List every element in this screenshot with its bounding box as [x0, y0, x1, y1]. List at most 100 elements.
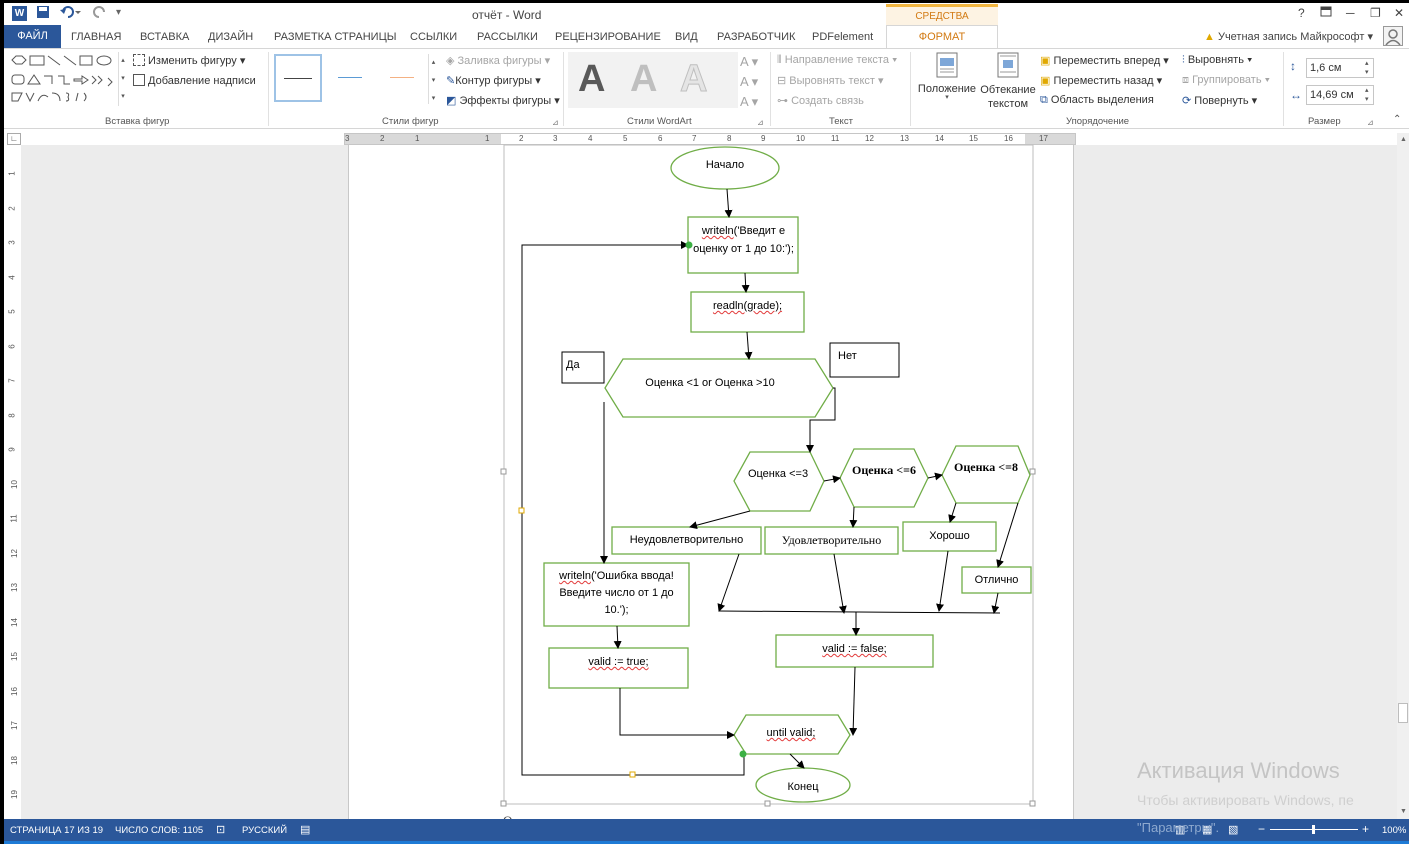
- read-grade-process[interactable]: [690, 291, 805, 333]
- rotate-button[interactable]: ⟳ Повернуть ▾: [1182, 95, 1258, 107]
- wrap-text-button[interactable]: Обтекание текстом: [978, 52, 1038, 112]
- web-layout-icon[interactable]: ▧: [1228, 824, 1239, 836]
- tab-file[interactable]: ФАЙЛ: [4, 25, 61, 48]
- account-area[interactable]: ▲ Учетная запись Майкрософт ▾: [1204, 30, 1373, 43]
- tab-references[interactable]: ССЫЛКИ: [410, 31, 458, 43]
- macro-record-icon[interactable]: ▤: [300, 824, 311, 836]
- tab-mailings[interactable]: РАССЫЛКИ: [477, 31, 538, 43]
- maximize-icon[interactable]: ❐: [1370, 6, 1381, 20]
- zoom-level[interactable]: 100%: [1382, 825, 1407, 836]
- valid-true-process[interactable]: [548, 647, 689, 689]
- wordart-style-3[interactable]: A: [679, 58, 708, 101]
- width-field[interactable]: 14,69 см ▴▾: [1306, 85, 1374, 105]
- zoom-out-icon[interactable]: −: [1258, 822, 1266, 836]
- excellent-box[interactable]: [961, 566, 1032, 594]
- status-bar: СТРАНИЦА 17 ИЗ 19 ЧИСЛО СЛОВ: 1105 ⊡ РУС…: [0, 819, 1409, 841]
- group-label-size: Размер: [1308, 116, 1341, 127]
- shapes-gallery-scroll[interactable]: ▴▾▾: [118, 52, 127, 106]
- ribbon-display-options-icon[interactable]: [1320, 6, 1332, 21]
- cond6-decision[interactable]: [839, 448, 929, 508]
- create-link-button[interactable]: ⊶ Создать связь: [777, 94, 864, 107]
- wordart-style-1[interactable]: A: [578, 58, 606, 100]
- tab-design[interactable]: ДИЗАЙН: [208, 31, 254, 43]
- tab-insert[interactable]: ВСТАВКА: [140, 31, 190, 43]
- shape-outline-button[interactable]: ✎Контур фигуры ▾: [446, 75, 541, 87]
- shape-style-1[interactable]: [274, 54, 322, 102]
- align-text-button[interactable]: ⊟ Выровнять текст ▾: [777, 75, 884, 87]
- add-caption-button[interactable]: Добавление надписи: [133, 74, 256, 87]
- vertical-scrollbar[interactable]: ▲ ▼: [1397, 133, 1409, 819]
- tab-view[interactable]: ВИД: [675, 31, 698, 43]
- scroll-down-icon[interactable]: ▼: [1400, 808, 1407, 815]
- zoom-in-icon[interactable]: +: [1362, 822, 1370, 836]
- dialog-launcher-icon[interactable]: ⊿: [757, 118, 764, 127]
- tab-pdfelement[interactable]: PDFelement: [812, 31, 874, 43]
- satisfactory-box[interactable]: [764, 526, 899, 555]
- tab-page-layout[interactable]: РАЗМЕТКА СТРАНИЦЫ: [274, 31, 397, 43]
- page-counter[interactable]: СТРАНИЦА 17 ИЗ 19: [10, 825, 104, 836]
- read-mode-icon[interactable]: ▥: [1175, 824, 1186, 836]
- wordart-style-2[interactable]: A: [630, 58, 658, 100]
- word-app-icon[interactable]: W: [12, 6, 27, 21]
- scrollbar-thumb[interactable]: [1398, 703, 1408, 723]
- start-terminal[interactable]: [670, 146, 780, 190]
- range-check-decision[interactable]: [604, 358, 834, 418]
- language-indicator[interactable]: РУССКИЙ: [242, 825, 288, 836]
- group-button[interactable]: ⧈ Группировать ▾: [1182, 74, 1270, 86]
- avatar[interactable]: [1383, 26, 1403, 46]
- zoom-slider[interactable]: [1270, 825, 1358, 834]
- send-backward-button[interactable]: ▣ Переместить назад ▾: [1040, 75, 1163, 87]
- connector-handles[interactable]: [518, 241, 747, 778]
- close-icon[interactable]: ✕: [1394, 6, 1405, 20]
- selection-pane-button[interactable]: ⧉ Область выделения: [1040, 94, 1154, 107]
- shape-style-3[interactable]: [378, 54, 426, 102]
- tab-review[interactable]: РЕЦЕНЗИРОВАНИЕ: [555, 31, 661, 43]
- tab-selector[interactable]: ∟: [7, 133, 21, 145]
- send-backward-label: Переместить назад: [1053, 75, 1154, 87]
- position-button[interactable]: Положение ▾: [917, 52, 977, 112]
- add-caption-label: Добавление надписи: [148, 75, 256, 87]
- shape-effects-button[interactable]: ◩ Эффекты фигуры ▾: [446, 95, 560, 107]
- align-button[interactable]: ⫶ Выровнять ▾: [1182, 54, 1253, 66]
- bring-forward-button[interactable]: ▣ Переместить вперед ▾: [1040, 55, 1169, 67]
- write-prompt-process[interactable]: [687, 216, 799, 274]
- selection-handles[interactable]: [500, 468, 1036, 807]
- dialog-launcher-icon[interactable]: ⊿: [552, 118, 559, 127]
- customize-qat-icon[interactable]: ▾: [116, 7, 122, 18]
- wordart-gallery[interactable]: A A A: [568, 52, 738, 108]
- group-divider: [268, 52, 269, 126]
- write-error-process[interactable]: [543, 562, 690, 627]
- tab-developer[interactable]: РАЗРАБОТЧИК: [717, 31, 796, 43]
- unsatisfactory-box[interactable]: [611, 526, 762, 555]
- height-spinner[interactable]: ▴▾: [1365, 60, 1369, 76]
- yes-label-box[interactable]: [561, 351, 605, 384]
- save-icon[interactable]: [36, 5, 50, 22]
- redo-icon[interactable]: [93, 5, 107, 22]
- edit-shape-button[interactable]: Изменить фигуру ▾: [133, 54, 245, 67]
- activation-watermark-title: Активация Windows: [1137, 758, 1340, 783]
- dialog-launcher-icon[interactable]: ⊿: [1367, 118, 1374, 127]
- help-icon[interactable]: ?: [1298, 6, 1305, 20]
- shapes-gallery[interactable]: [8, 52, 128, 108]
- undo-icon[interactable]: [60, 5, 82, 22]
- ruler-tick-label: 13: [900, 134, 909, 143]
- word-count[interactable]: ЧИСЛО СЛОВ: 1105: [115, 825, 204, 836]
- minimize-icon[interactable]: ─: [1346, 6, 1355, 20]
- shape-styles-scroll[interactable]: ▴▾▾: [428, 54, 438, 104]
- no-label-box[interactable]: [829, 342, 900, 378]
- zoom-slider-thumb[interactable]: [1312, 825, 1315, 834]
- tab-format[interactable]: ФОРМАТ: [886, 25, 998, 49]
- scroll-up-icon[interactable]: ▲: [1400, 136, 1407, 143]
- height-field[interactable]: 1,6 см ▴▾: [1306, 58, 1374, 78]
- print-layout-icon[interactable]: ▦: [1202, 824, 1213, 836]
- proofing-icon[interactable]: ⊡: [216, 824, 226, 836]
- width-spinner[interactable]: ▴▾: [1365, 87, 1369, 103]
- wordart-text-fill-buttons[interactable]: A ▾A ▾A ▾: [740, 54, 759, 109]
- shape-fill-button[interactable]: ◈ Заливка фигуры ▾: [446, 55, 551, 67]
- collapse-ribbon-icon[interactable]: ⌃: [1393, 114, 1402, 125]
- text-direction-button[interactable]: ⫴ Направление текста ▾: [777, 54, 898, 66]
- shape-style-2[interactable]: [326, 54, 374, 102]
- tab-home[interactable]: ГЛАВНАЯ: [71, 31, 122, 43]
